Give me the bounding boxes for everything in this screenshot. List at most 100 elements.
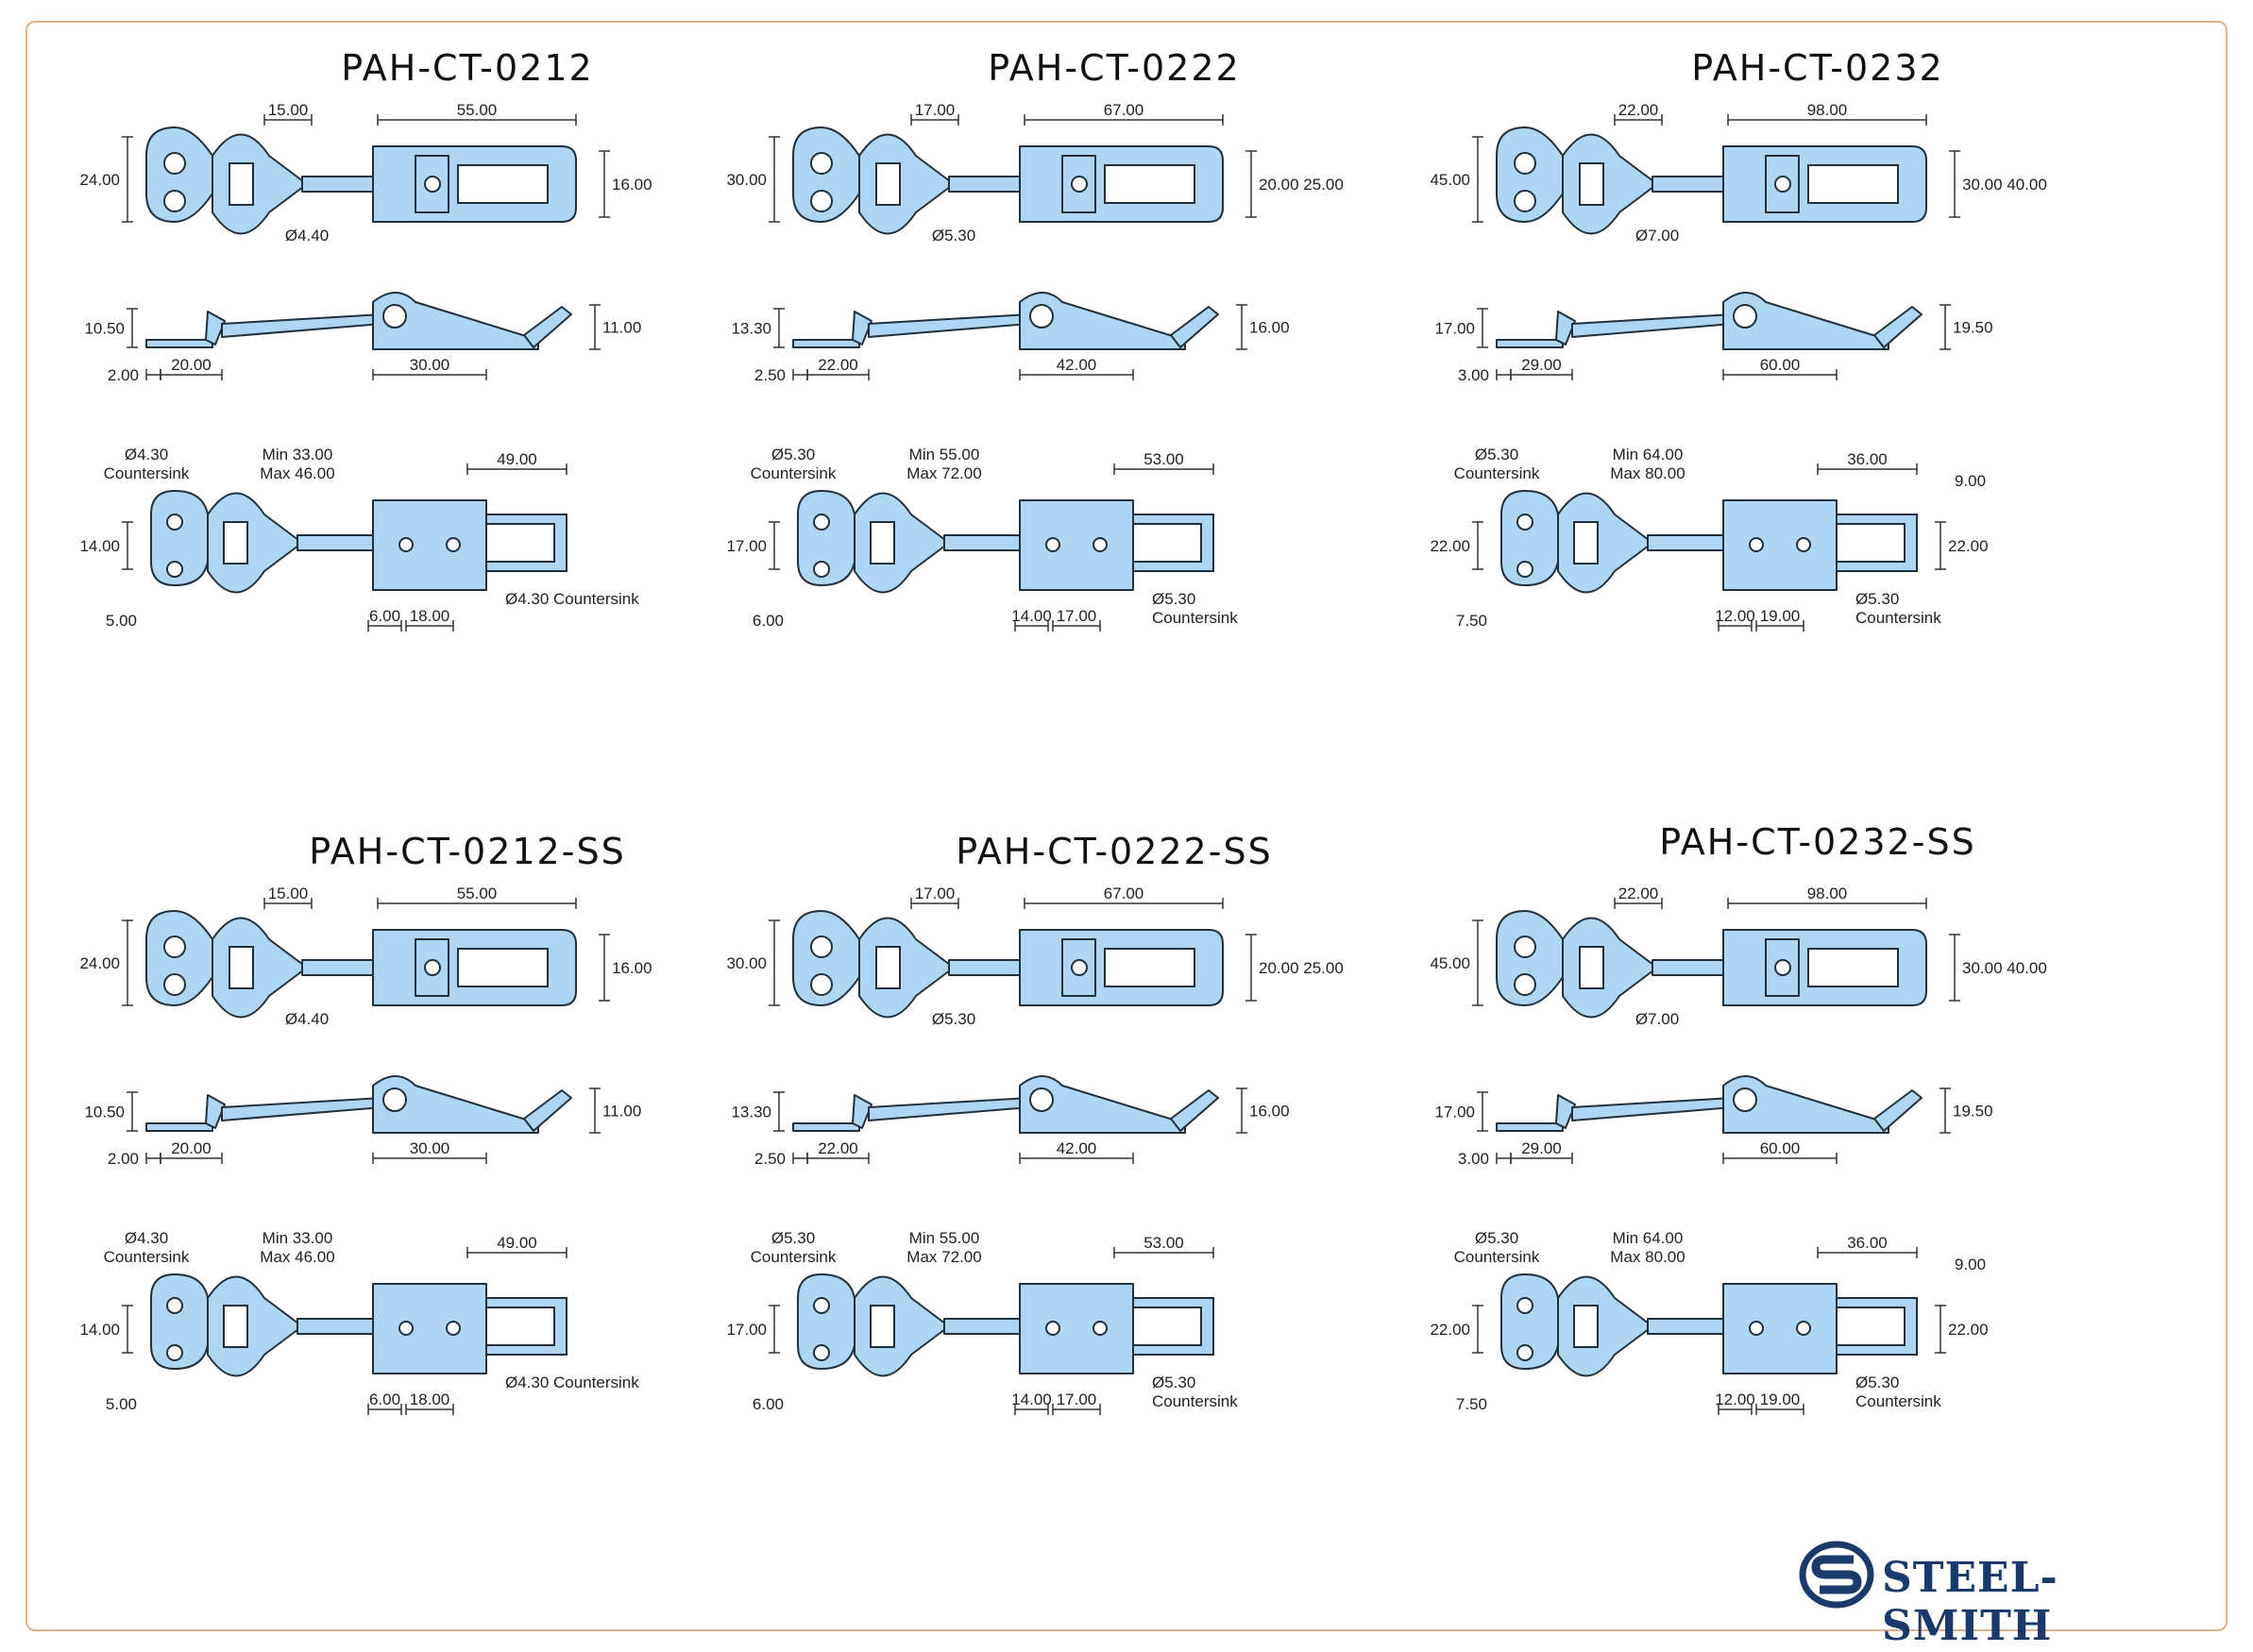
pivot-pin <box>1733 1087 1757 1112</box>
dim-body: 42.00 <box>1057 1139 1097 1157</box>
dim-hole-height: 22.00 <box>1430 537 1470 555</box>
base-plate <box>1722 499 1838 591</box>
label-hole-left: Ø5.30 <box>771 1229 815 1247</box>
label-hole-right: Ø4.30 Countersink <box>505 1374 639 1391</box>
dim-head-width: 22.00 <box>1618 101 1659 119</box>
tie-rod <box>301 176 374 193</box>
countersink-hole <box>166 1344 183 1361</box>
dim-height-right: 20.00 25.00 <box>1259 176 1344 194</box>
mount-hole <box>163 936 186 958</box>
wire-loop-bottom <box>207 492 303 594</box>
latch-hook <box>1836 514 1918 572</box>
label-hole-left: Countersink <box>104 464 190 482</box>
dim-pitch: 18.00 <box>410 1391 450 1408</box>
dim-offset-label: 3.00 <box>1458 1150 1489 1168</box>
base-plate <box>1019 499 1134 591</box>
wire-loop <box>212 133 308 235</box>
dim-rod-diameter: Ø7.00 <box>1635 227 1679 244</box>
dim-side-left: 10.50 <box>84 320 125 338</box>
countersink-hole <box>1796 1321 1811 1336</box>
countersink-hole <box>1516 561 1533 578</box>
countersink-hole <box>446 537 461 552</box>
label-travel-max: Max 80.00 <box>1610 1248 1685 1266</box>
tie-rod <box>1652 959 1724 976</box>
dim-rod-diameter: Ø5.30 <box>932 227 975 244</box>
dim-edge2: 12.00 <box>1715 1391 1755 1408</box>
base-plate <box>372 1283 487 1374</box>
countersink-hole <box>1093 1321 1108 1336</box>
tie-rod-side <box>221 313 383 338</box>
dim-head-width: 17.00 <box>915 885 956 902</box>
pivot-pin <box>382 304 407 329</box>
dim-side-right: 16.00 <box>1249 1103 1290 1121</box>
dim-length: 53.00 <box>1143 450 1184 468</box>
countersink-hole <box>1516 1297 1533 1314</box>
tie-rod <box>301 959 374 976</box>
countersink-hole <box>813 1344 830 1361</box>
dim-edge2: 6.00 <box>369 1391 400 1408</box>
latch-window <box>1807 164 1899 204</box>
catch-hook-side <box>1555 1094 1576 1129</box>
countersink-hole <box>1749 537 1764 552</box>
label-hole-right: Countersink <box>1152 609 1238 627</box>
mount-hole <box>163 190 186 212</box>
tie-rod <box>948 959 1021 976</box>
catch-plate-side <box>145 1122 213 1132</box>
label-travel-min: Min 64.00 <box>1613 446 1684 464</box>
latch-lever-side <box>1019 292 1186 350</box>
wire-loop <box>1562 917 1658 1019</box>
latch-hook <box>1836 1297 1918 1356</box>
countersink-hole <box>1093 537 1108 552</box>
dim-offset-label: 2.50 <box>754 366 786 384</box>
base-plate <box>1722 1283 1838 1374</box>
mount-hole <box>810 190 833 212</box>
wire-loop <box>858 133 955 235</box>
dim-height-left: 24.00 <box>79 954 120 972</box>
panel-title: PAH-CT-0222-SS <box>956 831 1273 872</box>
dim-side-left: 17.00 <box>1434 320 1475 338</box>
mount-hole <box>1514 190 1536 212</box>
tie-rod-bottom <box>1647 534 1724 551</box>
dim-side-right: 19.50 <box>1953 1103 1993 1121</box>
page-frame <box>25 21 2228 1631</box>
loop-opening <box>1579 946 1604 989</box>
dim-length: 36.00 <box>1847 1234 1888 1252</box>
dim-side-left: 13.30 <box>731 320 771 338</box>
wire-loop-bottom <box>854 1275 950 1377</box>
dim-edge2: 12.00 <box>1715 607 1755 625</box>
hinge-pin <box>1071 176 1088 193</box>
label-travel-min: Min 33.00 <box>263 446 333 464</box>
dim-head-width: 22.00 <box>1618 885 1659 902</box>
label-hole-left: Countersink <box>1454 1248 1540 1266</box>
latch-window <box>1104 948 1195 987</box>
dim-edge2: 6.00 <box>369 607 400 625</box>
dim-span: 67.00 <box>1104 101 1144 119</box>
label-travel-min: Min 64.00 <box>1613 1229 1684 1247</box>
label-hole-right: Countersink <box>1152 1392 1238 1410</box>
panel-title: PAH-CT-0212 <box>341 47 594 89</box>
label-hole-left: Countersink <box>1454 464 1540 482</box>
countersink-hole <box>166 1297 183 1314</box>
steel-smith-s-logo-icon <box>1799 1541 1874 1609</box>
lever-handle <box>1170 306 1219 348</box>
label-hole-left: Countersink <box>751 1248 837 1266</box>
loop-opening <box>229 162 254 206</box>
dim-height-right: 22.00 <box>1948 537 1989 555</box>
mount-hole <box>810 936 833 958</box>
dim-span: 98.00 <box>1807 101 1848 119</box>
dim-edge: 5.00 <box>106 612 137 630</box>
tie-rod-bottom <box>943 534 1021 551</box>
latch-hook <box>1132 1297 1214 1356</box>
dim-edge2: 14.00 <box>1011 1391 1052 1408</box>
dim-rod-diameter: Ø7.00 <box>1635 1010 1679 1028</box>
lever-handle <box>1170 1089 1219 1132</box>
